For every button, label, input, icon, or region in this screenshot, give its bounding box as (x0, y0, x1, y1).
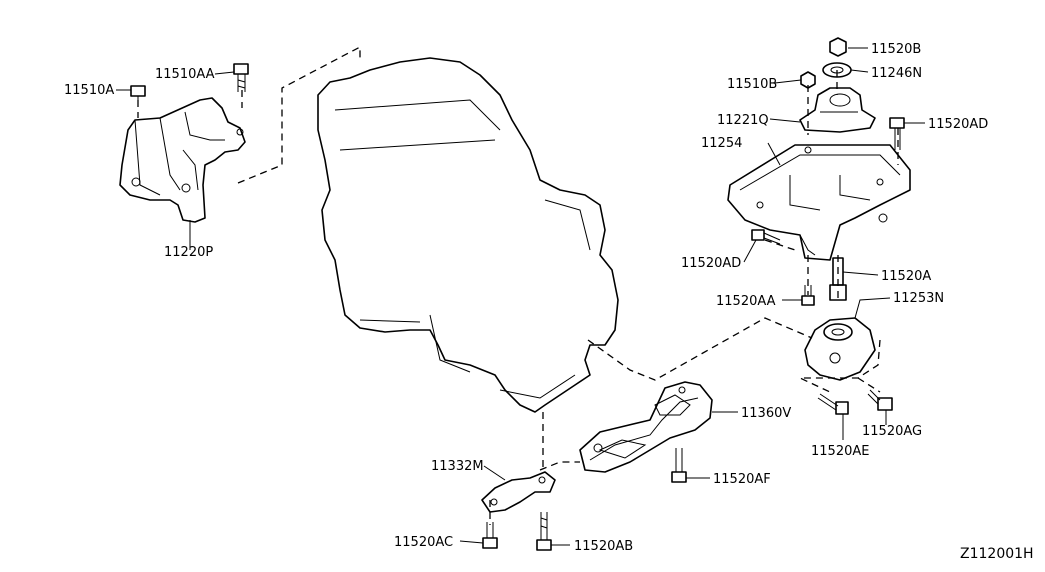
label-11520ac: 11520AC (394, 535, 453, 550)
torque-rod-11360v (579, 381, 713, 473)
assembly-lines (137, 45, 899, 525)
bracket-11254 (727, 144, 911, 261)
bolt-11510a (130, 85, 146, 100)
label-11520ag: 11520AG (862, 424, 922, 439)
label-11246n: 11246N (871, 66, 922, 81)
bolt-11520ag (867, 389, 893, 411)
part-labels: 11510A 11510AA 11220P 11520B 11246N 1151… (64, 42, 1034, 562)
bolt-11520aa (801, 285, 815, 306)
bolt-11520ab (536, 512, 552, 551)
stud-11520a (829, 257, 847, 301)
diagram-reference: Z112001H (960, 546, 1034, 562)
bracket-11332m (481, 471, 556, 513)
label-11360v: 11360V (741, 406, 791, 421)
label-11520ae: 11520AE (811, 444, 869, 459)
label-11510a: 11510A (64, 83, 114, 98)
bolt-11520ae (817, 393, 849, 415)
mount-11221q (799, 87, 876, 133)
engine-block (317, 57, 619, 413)
bolt-11510aa (233, 63, 249, 92)
label-11520ad-top: 11520AD (928, 117, 988, 132)
label-11520aa: 11520AA (716, 294, 776, 309)
label-11520ad-left: 11520AD (681, 256, 741, 271)
bolt-11520ac (482, 522, 498, 549)
label-11332m: 11332M (431, 459, 484, 474)
bolt-11520ad-top (889, 117, 905, 150)
leader-lines (116, 47, 925, 546)
label-11520ab: 11520AB (574, 539, 633, 554)
mount-11220p (119, 97, 246, 223)
label-11221q: 11221Q (717, 113, 769, 128)
nut-11520b (829, 37, 847, 57)
label-11520af: 11520AF (713, 472, 771, 487)
bolt-11520ad-left (751, 229, 781, 245)
label-11220p: 11220P (164, 245, 213, 260)
label-11520a: 11520A (881, 269, 931, 284)
label-11253n: 11253N (893, 291, 944, 306)
bolt-11520af (671, 448, 687, 483)
label-11254: 11254 (701, 136, 742, 151)
label-11520b: 11520B (871, 42, 921, 57)
label-11510b: 11510B (727, 77, 777, 92)
mount-11253n (804, 317, 876, 381)
label-11510aa: 11510AA (155, 67, 215, 82)
nut-11510b (800, 71, 816, 89)
